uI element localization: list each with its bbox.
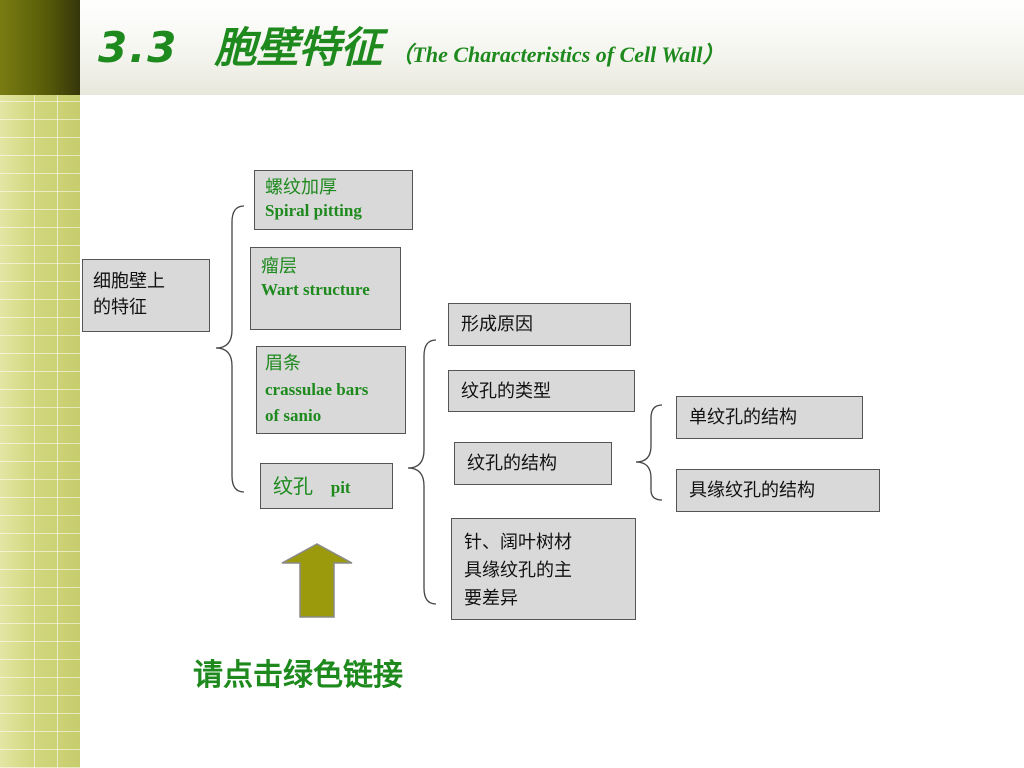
title-number: 3.3: [98, 23, 179, 72]
root-box-cell-wall-features: 细胞壁上 的特征: [82, 259, 210, 332]
feature-pit-cn[interactable]: 纹孔: [273, 474, 313, 498]
feature-box-crassulae[interactable]: 眉条 crassulae bars of sanio: [256, 346, 406, 434]
type-simple-pit-label[interactable]: 单纹孔的结构: [689, 407, 797, 428]
feature-spiral-en[interactable]: Spiral pitting: [265, 201, 362, 220]
feature-box-spiral[interactable]: 螺纹加厚 Spiral pitting: [254, 170, 413, 230]
left-strip-dark-block: [0, 0, 80, 95]
left-strip-grid: [0, 95, 80, 768]
brace-pit-topics: [407, 339, 437, 605]
brace-structure-types: [635, 404, 663, 501]
feature-box-pit[interactable]: 纹孔 pit: [260, 463, 393, 509]
feature-crassulae-cn[interactable]: 眉条: [265, 353, 301, 374]
up-arrow-icon: [281, 543, 353, 618]
feature-wart-en[interactable]: Wart structure: [261, 280, 370, 299]
topic-box-pit-structure[interactable]: 纹孔的结构: [454, 442, 612, 485]
topic-formation-cause-label[interactable]: 形成原因: [461, 314, 533, 335]
slide-title: 3.3 胞壁特征 （The Characteristics of Cell Wall…: [98, 14, 725, 75]
type-box-bordered-pit-structure[interactable]: 具缘纹孔的结构: [676, 469, 880, 512]
feature-crassulae-en-line2[interactable]: of sanio: [265, 406, 322, 425]
topic-box-pit-types[interactable]: 纹孔的类型: [448, 370, 635, 412]
root-label-line1: 细胞壁上: [93, 271, 165, 292]
topic-differences-line2[interactable]: 具缘纹孔的主: [464, 560, 572, 581]
feature-pit-en[interactable]: pit: [330, 478, 351, 497]
type-box-simple-pit-structure[interactable]: 单纹孔的结构: [676, 396, 863, 439]
title-english: （The Characteristics of Cell Wall）: [390, 42, 725, 67]
brace-features: [215, 205, 245, 493]
feature-crassulae-en-line1[interactable]: crassulae bars: [265, 380, 369, 399]
root-label-line2: 的特征: [93, 297, 147, 318]
title-chinese: 胞壁特征: [214, 23, 383, 72]
topic-box-formation-cause[interactable]: 形成原因: [448, 303, 631, 346]
feature-wart-cn[interactable]: 瘤层: [261, 256, 297, 277]
feature-spiral-cn[interactable]: 螺纹加厚: [265, 177, 337, 198]
notice-click-green-links: 请点击绿色链接: [193, 658, 403, 693]
header-band: [80, 0, 1024, 95]
type-bordered-pit-label[interactable]: 具缘纹孔的结构: [689, 480, 815, 501]
topic-pit-types-label[interactable]: 纹孔的类型: [461, 381, 551, 402]
topic-differences-line1[interactable]: 针、阔叶树材: [464, 532, 572, 553]
left-decorative-strip: [0, 0, 80, 768]
topic-pit-structure-label[interactable]: 纹孔的结构: [467, 453, 557, 474]
topic-box-softwood-hardwood-differences[interactable]: 针、阔叶树材 具缘纹孔的主 要差异: [451, 518, 636, 620]
feature-box-wart[interactable]: 瘤层 Wart structure: [250, 247, 401, 330]
topic-differences-line3[interactable]: 要差异: [464, 588, 518, 609]
